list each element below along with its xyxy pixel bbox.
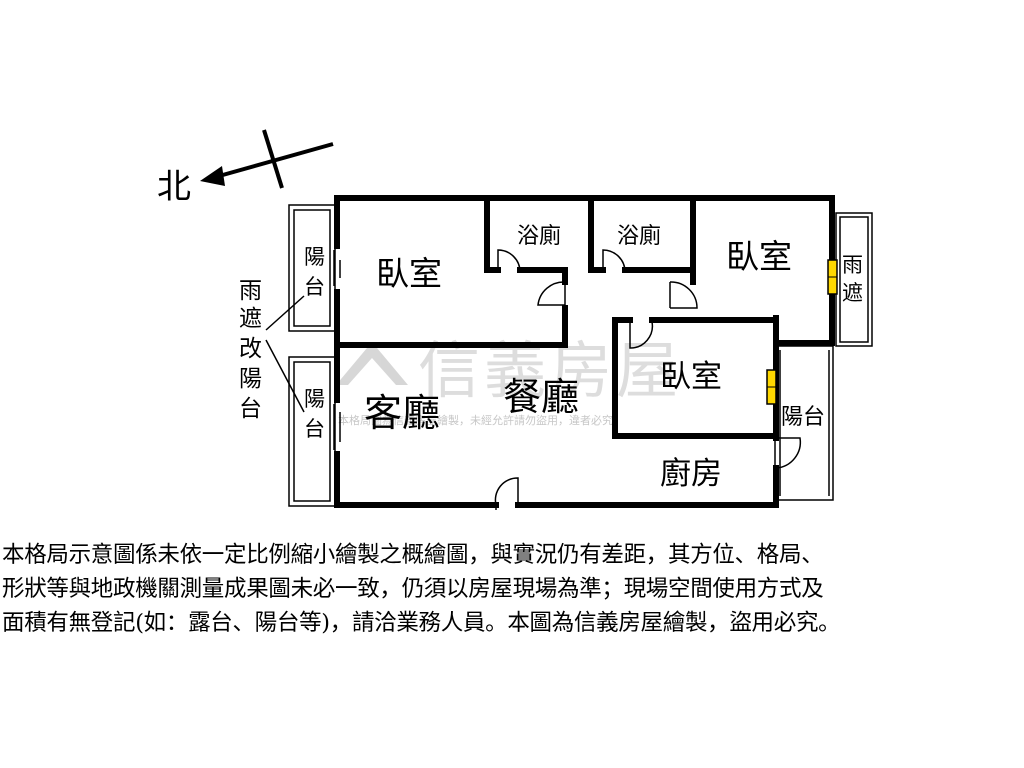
- annotation-rain-shelter-converted: 雨 遮 改 陽 台: [239, 278, 262, 422]
- label-kitchen: 廚房: [660, 456, 722, 492]
- rain-shelter-east: [835, 212, 873, 347]
- disclaimer-line-2: 形狀等與地政機關測量成果圖未必一致，仍須以房屋現場為準；現場空間使用方式及: [2, 576, 824, 602]
- wall-east-upper: [773, 195, 835, 346]
- balcony-west-lower: [288, 356, 336, 507]
- wall-bath-1: [484, 195, 568, 285]
- annotation-char-1: 雨: [239, 278, 262, 304]
- door-main-entrance: [494, 477, 519, 510]
- windows: [333, 250, 838, 450]
- wall-bath-2: [622, 267, 696, 285]
- wall-bedroom-nw-south: [334, 305, 568, 348]
- balcony-east-inner: [779, 350, 830, 496]
- balcony-west-upper-inner: [293, 209, 331, 327]
- leader-upper: [265, 295, 305, 331]
- rain-shelter-east-inner: [839, 216, 869, 343]
- leader-lower: [265, 339, 305, 413]
- annotation-char-3: 改: [239, 336, 262, 362]
- sliding-door-west-lower: [333, 404, 341, 450]
- disclaimer-line-3: 面積有無登記(如：露台、陽台等)，請洽業務人員。本圖為信義房屋繪製，盜用必究。: [2, 610, 841, 636]
- watermark-small-text: 本格局圖為信義房屋繪製，未經允許請勿盜用，違者必究: [338, 413, 613, 427]
- compass: 北: [157, 129, 334, 207]
- annotation-char-5: 台: [239, 396, 262, 422]
- wall-bath-divider: [588, 195, 606, 273]
- label-balcony-west-lower-2: 台: [304, 417, 325, 441]
- north-arrow-icon: [200, 166, 225, 186]
- doors: [494, 249, 802, 510]
- label-living: 客廳: [364, 391, 440, 435]
- label-bedroom-ne: 臥室: [726, 237, 792, 276]
- label-bath-1: 浴廁: [517, 224, 561, 249]
- label-bath-2: 浴廁: [617, 224, 661, 249]
- label-balcony-west-upper-2: 台: [304, 275, 325, 299]
- label-balcony-west-upper-1: 陽: [304, 245, 325, 269]
- floor-plan: 信義房屋 本格局圖為信義房屋繪製，未經允許請勿盜用，違者必究 北: [157, 129, 873, 510]
- wall-bedroom-center: [612, 317, 779, 439]
- door-bath-1: [497, 249, 521, 273]
- balcony-west-lower-inner: [293, 361, 331, 502]
- walls: [334, 195, 835, 508]
- annotation-char-4: 陽: [239, 366, 262, 392]
- annotation-char-2: 遮: [239, 306, 262, 332]
- label-balcony-west-lower-1: 陽: [304, 387, 325, 411]
- balcony-west-upper: [288, 204, 336, 332]
- label-dining: 餐廳: [503, 375, 579, 419]
- disclaimer-line-1: 本格局示意圖係未依一定比例縮小繪製之概繪圖，與實況仍有差距，其方位、格局、: [2, 542, 824, 568]
- door-balcony-east: [775, 437, 802, 469]
- compass-arrow-shaft: [211, 142, 334, 180]
- door-bath-2: [602, 249, 626, 273]
- compass-north-label: 北: [157, 167, 191, 207]
- sliding-door-west-upper: [333, 250, 341, 286]
- annotation-leaders: [265, 295, 305, 413]
- label-bedroom-nw: 臥室: [376, 254, 442, 293]
- room-labels: 臥室 浴廁 浴廁 臥室 臥室 客廳 餐廳 廚房 陽台 陽 台 陽 台 雨 遮: [304, 224, 863, 492]
- door-bedroom-nw: [537, 281, 566, 306]
- label-rain-shelter-1: 雨: [842, 253, 863, 277]
- label-balcony-east: 陽台: [781, 405, 825, 430]
- label-bedroom-center: 臥室: [660, 359, 722, 395]
- disclaimer-text: 本格局示意圖係未依一定比例縮小繪製之概繪圖，與實況仍有差距，其方位、格局、 形狀…: [2, 538, 1022, 640]
- balcony-outlines: [288, 204, 873, 507]
- label-rain-shelter-2: 遮: [842, 281, 863, 305]
- door-bedroom-ne: [669, 281, 698, 309]
- door-bedroom-center: [629, 320, 654, 349]
- watermark-logo-icon: [336, 342, 408, 385]
